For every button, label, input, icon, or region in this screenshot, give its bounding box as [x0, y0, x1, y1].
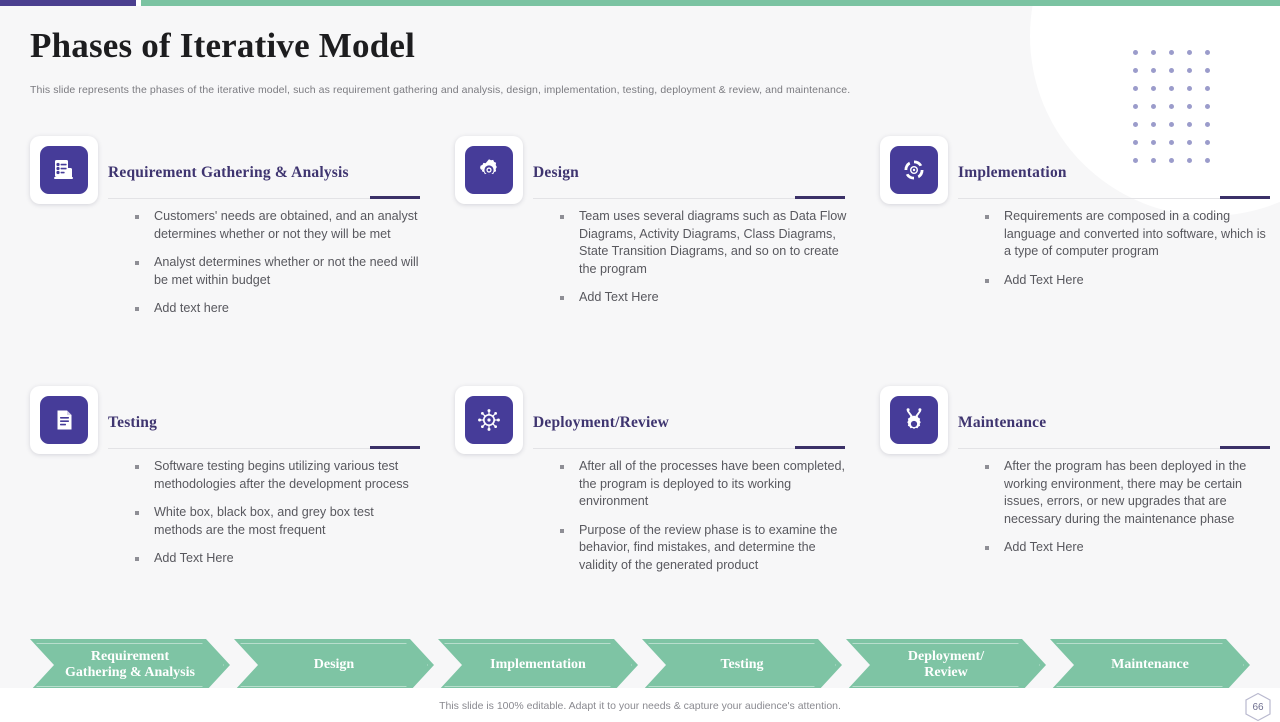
icon-shell — [30, 386, 98, 454]
gear-icon — [465, 146, 513, 194]
process-step-requirement-gathering[interactable]: Requirement Gathering & Analysis — [30, 639, 230, 688]
card-header: Deployment/Review — [533, 414, 845, 448]
list-item: Requirements are composed in a coding la… — [982, 208, 1274, 261]
list-item: After the program has been deployed in t… — [982, 458, 1274, 528]
list-item: Analyst determines whether or not the ne… — [132, 254, 422, 289]
card-title: Design — [533, 164, 579, 181]
slide-canvas: Phases of Iterative Model This slide rep… — [0, 6, 1280, 688]
icon-shell — [880, 386, 948, 454]
card-rule-accent — [795, 196, 845, 199]
list-item: Add Text Here — [982, 272, 1274, 290]
card-header: Requirement Gathering & Analysis — [108, 164, 420, 198]
process-step-testing[interactable]: Testing — [642, 639, 842, 688]
list-item: Add Text Here — [982, 539, 1274, 557]
card-bullet-list: After the program has been deployed in t… — [982, 458, 1274, 568]
icon-shell — [30, 136, 98, 204]
list-item: Add Text Here — [557, 289, 847, 307]
footer-note: This slide is 100% editable. Adapt it to… — [439, 700, 841, 712]
process-step-deployment-review[interactable]: Deployment/ Review — [846, 639, 1046, 688]
list-item: Team uses several diagrams such as Data … — [557, 208, 847, 278]
card-header: Implementation — [958, 164, 1270, 198]
process-step-implementation[interactable]: Implementation — [438, 639, 638, 688]
list-item: Purpose of the review phase is to examin… — [557, 522, 847, 575]
card-rule — [108, 198, 420, 199]
cycle-refresh-icon — [890, 146, 938, 194]
card-rule-accent — [1220, 196, 1270, 199]
process-step-label: Requirement Gathering & Analysis — [65, 649, 195, 680]
gear-tools-icon — [890, 396, 938, 444]
list-item: Software testing begins utilizing variou… — [132, 458, 422, 493]
card-bullet-list: Customers' needs are obtained, and an an… — [132, 208, 422, 329]
card-rule-accent — [795, 446, 845, 449]
process-step-label: Testing — [720, 657, 764, 672]
card-rule-accent — [370, 446, 420, 449]
page-subtitle: This slide represents the phases of the … — [30, 84, 851, 96]
card-title: Requirement Gathering & Analysis — [108, 164, 349, 181]
card-title: Deployment/Review — [533, 414, 669, 431]
process-step-label: Maintenance — [1111, 657, 1189, 672]
process-step-label: Deployment/ Review — [907, 649, 985, 680]
process-step-maintenance[interactable]: Maintenance — [1050, 639, 1250, 688]
page-title: Phases of Iterative Model — [30, 26, 416, 65]
process-step-design[interactable]: Design — [234, 639, 434, 688]
card-bullet-list: Software testing begins utilizing variou… — [132, 458, 422, 579]
card-rule — [533, 198, 845, 199]
card-rule-accent — [1220, 446, 1270, 449]
top-accent-green-segment — [141, 0, 1280, 6]
process-step-label: Implementation — [490, 657, 586, 672]
list-item: White box, black box, and grey box test … — [132, 504, 422, 539]
card-bullet-list: Team uses several diagrams such as Data … — [557, 208, 847, 318]
card-header: Maintenance — [958, 414, 1270, 448]
page-number-text: 66 — [1252, 701, 1264, 713]
card-rule-accent — [370, 196, 420, 199]
process-step-label: Design — [313, 657, 355, 672]
card-rule — [108, 448, 420, 449]
sun-burst-icon — [465, 396, 513, 444]
card-header: Testing — [108, 414, 420, 448]
checklist-document-icon — [40, 146, 88, 194]
icon-shell — [880, 136, 948, 204]
card-rule — [958, 198, 1270, 199]
card-bullet-list: After all of the processes have been com… — [557, 458, 847, 585]
list-item: After all of the processes have been com… — [557, 458, 847, 511]
top-accent-bar — [0, 0, 1280, 6]
list-item: Add text here — [132, 300, 422, 318]
card-bullet-list: Requirements are composed in a coding la… — [982, 208, 1274, 300]
card-rule — [958, 448, 1270, 449]
card-title: Implementation — [958, 164, 1067, 181]
card-title: Maintenance — [958, 414, 1047, 431]
process-chevron-bar: Requirement Gathering & Analysis Design … — [30, 639, 1250, 688]
document-file-icon — [40, 396, 88, 444]
page-number-badge: 66 — [1244, 692, 1272, 722]
card-title: Testing — [108, 414, 158, 431]
top-accent-purple-segment — [0, 0, 136, 6]
card-header: Design — [533, 164, 845, 198]
icon-shell — [455, 136, 523, 204]
decorative-dot-grid — [1133, 50, 1223, 176]
list-item: Add Text Here — [132, 550, 422, 568]
card-rule — [533, 448, 845, 449]
list-item: Customers' needs are obtained, and an an… — [132, 208, 422, 243]
icon-shell — [455, 386, 523, 454]
